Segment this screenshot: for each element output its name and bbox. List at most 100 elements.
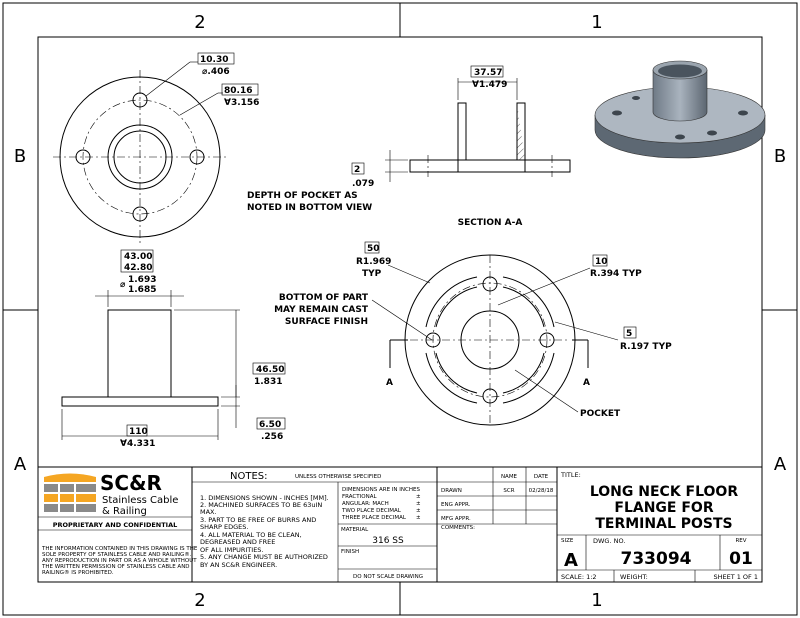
note-item: MAX. <box>200 508 217 516</box>
date-header: DATE <box>534 474 549 480</box>
pocket-dim-mm: 2 <box>354 165 360 175</box>
title-label: TITLE: <box>560 471 581 479</box>
zone-bottom-1: 1 <box>591 590 602 611</box>
r2-mm: 10 <box>595 257 608 267</box>
title-line-2: FLANGE FOR <box>614 500 713 516</box>
title-line-1: LONG NECK FLOOR <box>590 484 738 500</box>
height-in: 1.831 <box>254 377 282 387</box>
zone-top-2: 2 <box>194 12 205 33</box>
od-max-in: 1.693 <box>128 275 156 285</box>
material-value: 316 SS <box>372 536 404 546</box>
pm-symbol: ± <box>416 508 421 514</box>
flange-in: ∀4.331 <box>120 439 155 449</box>
notes-list: 1. DIMENSIONS SHOWN - INCHES [MM]. 2. MA… <box>200 494 329 569</box>
note-item: 1. DIMENSIONS SHOWN - INCHES [MM]. <box>200 494 329 502</box>
finish-label: FINISH <box>341 549 359 555</box>
zone-right-a: A <box>774 454 787 475</box>
note-item: BY AN SC&R ENGINEER. <box>200 561 277 569</box>
bottom-note-3: SURFACE FINISH <box>285 317 368 327</box>
zone-bottom-2: 2 <box>194 590 205 611</box>
logo-brand: SC&R <box>100 471 162 495</box>
neck-dim-mm: 37.57 <box>474 68 502 78</box>
r3-mm: 5 <box>626 329 632 339</box>
logo-line2: & Railing <box>102 506 147 517</box>
note-item: 4. ALL MATERIAL TO BE CLEAN, <box>200 531 302 539</box>
r2-in: R.394 TYP <box>590 269 642 279</box>
proprietary-heading: PROPRIETARY AND CONFIDENTIAL <box>53 521 178 529</box>
note-item: 3. PART TO BE FREE OF BURRS AND <box>200 516 316 524</box>
rev-label: REV <box>735 538 746 544</box>
flange-mm: 110 <box>129 427 148 437</box>
section-label: SECTION A-A <box>458 218 523 228</box>
drawn-date: 02/28/18 <box>529 488 554 494</box>
thick-in: .256 <box>261 432 283 442</box>
hole-dim-mm: 10.30 <box>200 55 228 65</box>
od-min-in: 1.685 <box>128 285 156 295</box>
tolerance-line: ANGULAR: MACH <box>342 501 389 507</box>
bc-dim-in: ∀3.156 <box>224 98 259 108</box>
top-view: 10.30 ⌀.406 80.16 ∀3.156 <box>53 52 259 244</box>
proprietary-line: RAILING® IS PROHIBITED. <box>42 569 114 576</box>
section-mark-left: A <box>386 378 393 388</box>
sheet: SHEET 1 OF 1 <box>713 573 758 581</box>
note-item: 5. ANY CHANGE MUST BE AUTHORIZED <box>200 553 328 561</box>
pocket-note-2: NOTED IN BOTTOM VIEW <box>247 203 372 213</box>
r1-typ: TYP <box>362 269 382 279</box>
tolerance-line: FRACTIONAL <box>342 494 377 500</box>
section-view: 37.57 ∀1.479 2 .079 DEPTH OF POCKET AS N… <box>247 65 571 228</box>
notes-subheading: UNLESS OTHERWISE SPECIFIED <box>295 474 381 480</box>
side-view: 43.00 42.80 ⌀ 1.693 1.685 46.50 1.831 6.… <box>61 249 286 449</box>
name-header: NAME <box>501 474 518 480</box>
thick-mm: 6.50 <box>259 420 281 430</box>
pocket-dim-in: .079 <box>352 179 374 189</box>
section-mark-right: A <box>583 378 590 388</box>
od-max-mm: 43.00 <box>124 252 152 262</box>
zone-top-1: 1 <box>591 12 602 33</box>
bottom-note-1: BOTTOM OF PART <box>279 293 369 303</box>
pocket-label: POCKET <box>580 409 621 419</box>
od-diameter-symbol: ⌀ <box>120 280 126 290</box>
note-item: SHARP EDGES. <box>200 523 248 531</box>
zone-left-b: B <box>14 146 26 167</box>
bc-dim-mm: 80.16 <box>224 86 252 96</box>
company-logo: SC&R Stainless Cable & Railing <box>44 471 178 517</box>
tolerance-line: DIMENSIONS ARE IN INCHES <box>342 487 420 493</box>
note-item: 2. MACHINED SURFACES TO BE 63uIN <box>200 501 322 509</box>
drawn-label: DRAWN <box>441 488 462 494</box>
height-mm: 46.50 <box>256 365 284 375</box>
pm-symbol: ± <box>416 515 421 521</box>
neck-dim-in: ∀1.479 <box>472 80 507 90</box>
od-min-mm: 42.80 <box>124 263 152 273</box>
pm-symbol: ± <box>416 494 421 500</box>
r3-in: R.197 TYP <box>620 342 672 352</box>
logo-line1: Stainless Cable <box>102 495 178 506</box>
proprietary-line: SOLE PROPERTY OF STAINLESS CABLE AND RAI… <box>42 551 192 558</box>
isometric-render <box>594 60 766 159</box>
title-block: SC&R Stainless Cable & Railing PROPRIETA… <box>37 466 763 583</box>
pocket-note-1: DEPTH OF POCKET AS <box>247 191 358 201</box>
dwg-label: DWG. NO. <box>593 537 625 545</box>
r1-in: R1.969 <box>356 257 391 267</box>
material-label: MATERIAL <box>341 527 369 533</box>
comments-label: COMMENTS: <box>441 525 475 531</box>
no-scale-note: DO NOT SCALE DRAWING <box>353 574 423 580</box>
scale: SCALE: 1:2 <box>561 573 597 581</box>
rev-value: 01 <box>729 549 753 569</box>
r1-mm: 50 <box>367 244 380 254</box>
size-label: SIZE <box>561 538 574 544</box>
size-value: A <box>564 550 578 571</box>
tolerance-line: TWO PLACE DECIMAL <box>341 508 402 514</box>
zone-left-a: A <box>14 454 27 475</box>
dwg-number: 733094 <box>621 549 692 569</box>
proprietary-line: THE INFORMATION CONTAINED IN THIS DRAWIN… <box>41 546 198 552</box>
note-item: DEGREASED AND FREE <box>200 538 275 546</box>
bottom-note-2: MAY REMAIN CAST <box>274 305 369 315</box>
proprietary-line: ANY REPRODUCTION IN PART OR AS A WHOLE W… <box>42 558 197 564</box>
bottom-view: A A 50 R1.969 TYP 10 R.394 TYP 5 R.197 T… <box>274 241 672 426</box>
pm-symbol: ± <box>416 501 421 507</box>
mfg-appr-label: MFG APPR. <box>441 516 471 522</box>
notes-heading: NOTES: <box>230 471 268 482</box>
title-line-3: TERMINAL POSTS <box>595 516 732 532</box>
weight: WEIGHT: <box>620 573 648 581</box>
